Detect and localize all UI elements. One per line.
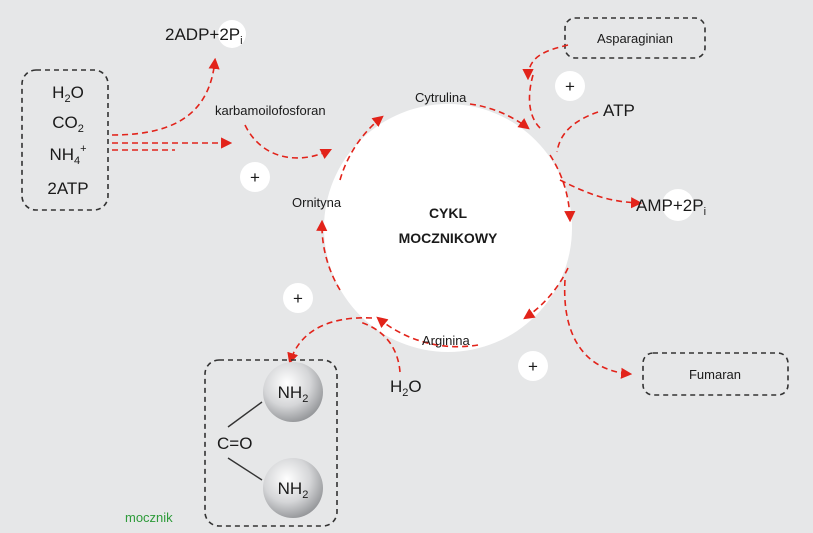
nh2-bottom-label: NH2 [278, 479, 309, 501]
arrow-citrulline-right [469, 103, 530, 130]
plus-sign-2: + [565, 77, 575, 96]
plus-sign-4: + [528, 357, 538, 376]
carbonyl-label: C=O [217, 434, 252, 453]
nh2-top-label: NH2 [278, 383, 309, 405]
plus-sign-1: + [250, 168, 260, 187]
cycle-title-line1: CYKL [429, 205, 468, 221]
carbamoyl-phosphate-label: karbamoilofosforan [215, 103, 326, 118]
nh2-top-ball [263, 362, 323, 422]
cycle-title-line2: MOCZNIKOWY [399, 230, 498, 246]
ornithine-label: Ornityna [292, 195, 342, 210]
atp-label: ATP [603, 101, 635, 120]
arrow-arginine-left [376, 316, 479, 348]
cycle-circle [324, 104, 572, 352]
arrow-inputs-to-adp [111, 57, 220, 136]
urea-box [204, 359, 338, 527]
plus-circle-3 [283, 283, 313, 313]
bond-top [227, 401, 263, 428]
amp-highlight [662, 189, 694, 221]
nh2-bottom-ball [263, 458, 323, 518]
arrow-to-amp [559, 179, 643, 209]
input-atp: 2ATP [47, 179, 88, 198]
arrow-to-urea [287, 317, 373, 365]
aspartate-label: Asparaginian [597, 31, 673, 46]
urea-name-label: mocznik [125, 510, 173, 525]
adp-highlight [218, 20, 246, 48]
arrow-atp-in [556, 111, 599, 153]
arrow-water-in [359, 321, 401, 373]
arrow-aspartate-merge [528, 74, 541, 129]
bond-bottom [227, 457, 263, 481]
amp-label: AMP+2Pi [636, 196, 706, 218]
arrow-right-down [549, 154, 576, 223]
plus-circle-2 [555, 71, 585, 101]
plus-sign-3: + [293, 289, 303, 308]
input-nh4: NH4+ [49, 143, 86, 167]
adp-label: 2ADP+2Pi [165, 25, 243, 47]
arrow-aspartate-in [522, 44, 569, 81]
arrow-to-ornithine [316, 219, 341, 291]
arginine-label: Arginina [422, 333, 470, 348]
input-co2: CO2 [52, 113, 84, 135]
inputs-box [21, 69, 109, 211]
plus-circle-4 [518, 351, 548, 381]
plus-circle-1 [240, 162, 270, 192]
aspartate-box [564, 17, 706, 59]
fumarate-label: Fumaran [689, 367, 741, 382]
arrow-to-fumarate [563, 279, 633, 379]
arrow-carbamoyl-to-cycle [244, 124, 333, 160]
arrow-to-arginine [523, 267, 569, 320]
citrulline-label: Cytrulina [415, 90, 467, 105]
input-water: H2O [52, 83, 84, 105]
water-label: H2O [390, 377, 422, 399]
